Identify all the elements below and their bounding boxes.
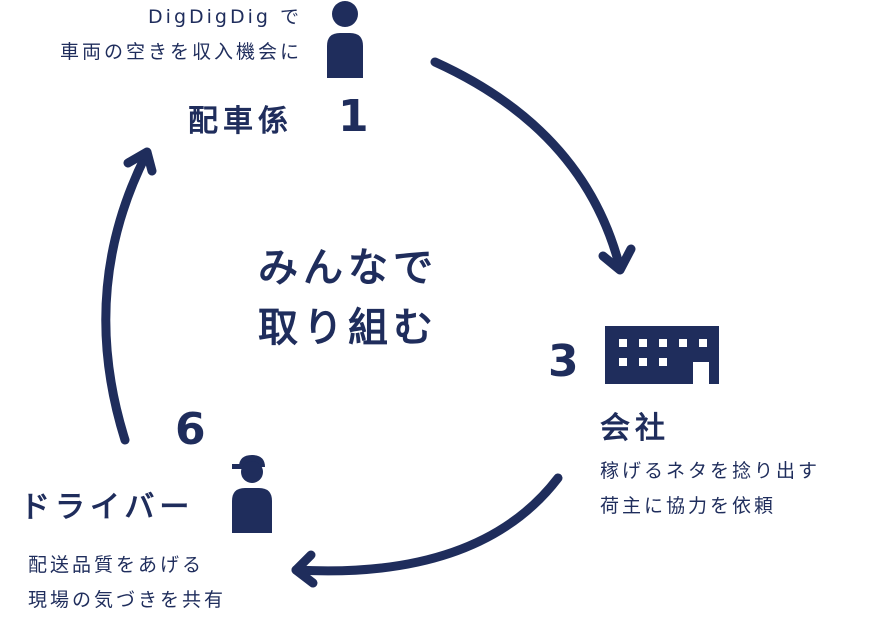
center-line1: みんなで [258, 245, 438, 291]
arrow-company-to-driver [291, 473, 563, 576]
company-description: 稼げるネタを捻り出す 荷主に協力を依頼 [600, 454, 820, 524]
center-text: みんなで 取り組む [258, 238, 438, 358]
dispatcher-desc-line2: 車両の空きを収入機会に [59, 41, 302, 63]
arrowhead-company [598, 244, 636, 275]
arrow-driver-to-dispatcher [101, 150, 151, 445]
company-label: 会社 [600, 411, 670, 446]
company-desc-line2: 荷主に協力を依頼 [600, 495, 777, 517]
dispatcher-number: 1 [338, 91, 369, 142]
arrowhead-driver [291, 550, 318, 588]
arrow-dispatcher-to-company [430, 57, 625, 273]
person-cap-icon [232, 455, 272, 533]
driver-number: 6 [175, 404, 206, 455]
person-icon [327, 1, 363, 78]
company-desc-line1: 稼げるネタを捻り出す [600, 460, 821, 482]
driver-description: 配送品質をあげる 現場の気づきを共有 [28, 548, 226, 618]
company-number: 3 [548, 336, 579, 387]
dispatcher-label: 配車係 [188, 104, 293, 139]
center-line2: 取り組む [258, 305, 438, 351]
driver-desc-line2: 現場の気づきを共有 [28, 589, 227, 611]
dispatcher-desc-line1: DigDigDig で [148, 6, 302, 28]
driver-desc-line1: 配送品質をあげる [28, 554, 205, 576]
arrowhead-dispatcher [123, 147, 157, 176]
driver-label: ドライバー [20, 490, 195, 525]
dispatcher-description: DigDigDig で 車両の空きを収入機会に [60, 0, 302, 70]
building-icon [605, 326, 719, 384]
